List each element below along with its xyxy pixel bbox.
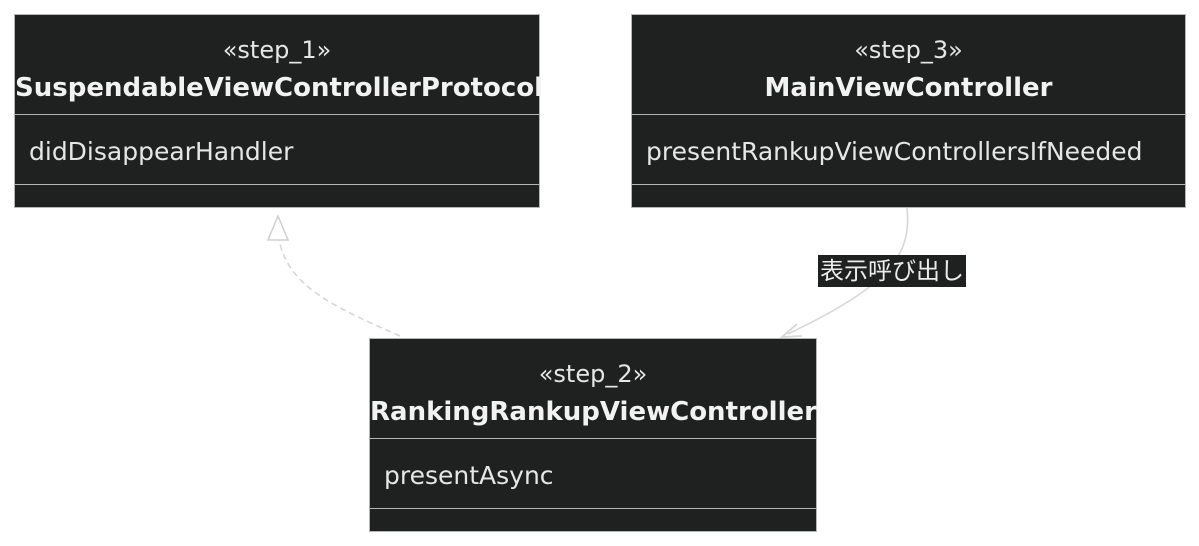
class-ranking-rankup-view-controller[interactable]: «step_2» RankingRankupViewController pre… <box>369 338 817 532</box>
class-members: didDisappearHandler <box>15 115 539 185</box>
class-member: didDisappearHandler <box>29 137 294 166</box>
realization-edge <box>277 233 401 337</box>
class-methods <box>370 509 816 527</box>
class-name: MainViewController <box>764 73 1053 103</box>
class-methods <box>15 185 539 203</box>
class-name: RankingRankupViewController <box>370 397 817 427</box>
class-member: presentAsync <box>384 461 554 490</box>
realization-arrowhead-icon <box>266 214 290 241</box>
class-member: presentRankupViewControllersIfNeeded <box>646 137 1143 166</box>
class-stereotype: «step_3» <box>854 36 963 64</box>
class-suspendable-view-controller-protocol[interactable]: «step_1» SuspendableViewControllerProtoc… <box>14 14 544 208</box>
association-arrowhead-icon <box>779 323 803 339</box>
class-members: presentRankupViewControllersIfNeeded <box>632 115 1185 185</box>
class-main-view-controller[interactable]: «step_3» MainViewController presentRanku… <box>631 14 1186 208</box>
class-members: presentAsync <box>370 439 816 509</box>
class-header: «step_2» RankingRankupViewController <box>370 339 817 439</box>
association-edge-label: 表示呼び出し <box>818 255 966 287</box>
class-header: «step_1» SuspendableViewControllerProtoc… <box>15 15 544 115</box>
class-methods <box>632 185 1185 203</box>
class-header: «step_3» MainViewController <box>632 15 1185 115</box>
class-stereotype: «step_2» <box>538 360 648 388</box>
class-name: SuspendableViewControllerProtocol <box>15 73 544 103</box>
class-stereotype: «step_1» <box>222 36 332 64</box>
